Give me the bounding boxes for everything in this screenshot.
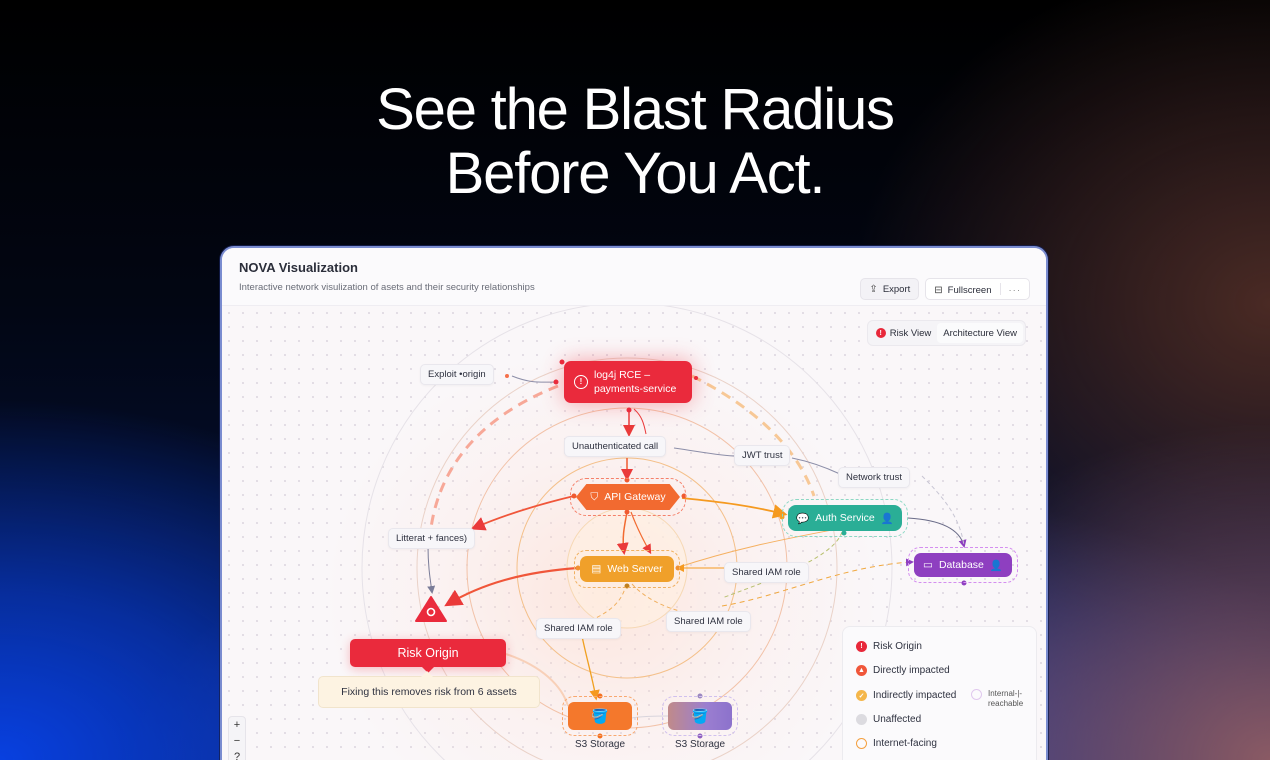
node-auth-service[interactable]: 💬 Auth Service 👤: [788, 505, 902, 531]
edge-label-litterat[interactable]: Litterat + fances): [388, 528, 476, 549]
hero-line-2: Before You Act.: [445, 141, 826, 206]
risk-origin-label: Risk Origin: [397, 646, 459, 660]
api-gateway-label: API Gateway: [604, 491, 666, 503]
indirectly-impacted-dot-icon: ✓: [856, 690, 867, 701]
risk-view-label: Risk View: [889, 327, 932, 339]
export-label: Export: [882, 283, 911, 295]
user-icon: 👤: [989, 559, 1003, 572]
zoom-controls: + − ?: [228, 716, 246, 760]
legend-unaffected: Unaffected: [856, 714, 921, 725]
database-icon: ▭: [923, 559, 933, 571]
edge-label-unauthenticated-call[interactable]: Unauthenticated call: [564, 436, 667, 457]
graph-canvas[interactable]: ! Risk View Architecture View Exploit •o…: [222, 306, 1046, 760]
upload-icon: ⇪: [869, 283, 878, 295]
zoom-out-button[interactable]: −: [233, 735, 241, 747]
nova-visualization-panel: NOVA Visualization Interactive network v…: [220, 246, 1048, 760]
info-icon: !: [574, 375, 588, 389]
warning-triangle-icon[interactable]: [414, 595, 448, 623]
database-label: Database: [938, 559, 984, 571]
risk-view-tab[interactable]: ! Risk View: [869, 323, 938, 343]
user-icon: 👤: [880, 512, 894, 525]
unaffected-dot-icon: [856, 714, 867, 725]
edge-label-shared-iam-role-2[interactable]: Shared IAM role: [536, 618, 621, 639]
internet-facing-dot-icon: [856, 738, 867, 749]
fullscreen-button[interactable]: ⊟ Fullscreen: [926, 279, 999, 301]
fullscreen-label: Fullscreen: [947, 284, 992, 296]
edge-label-shared-iam-role-3[interactable]: Shared IAM role: [666, 611, 751, 632]
edge-label-exploit-origin[interactable]: Exploit •origin: [420, 364, 494, 385]
risk-origin-dot-icon: !: [856, 641, 867, 652]
toolbar-divider: [999, 283, 1001, 295]
toolbar: ⇪ Export ⊟ Fullscreen ···: [860, 278, 1030, 300]
edge-label-jwt-trust[interactable]: JWT trust: [734, 445, 791, 466]
chat-bubble-icon: 💬: [796, 512, 810, 525]
alert-icon: !: [875, 328, 886, 338]
panel-subtitle: Interactive network visulization of aset…: [239, 282, 535, 293]
edge-label-shared-iam-role-1[interactable]: Shared IAM role: [724, 562, 809, 583]
legend: ! Risk Origin ▲ Directly impacted ✓ Indi…: [842, 626, 1037, 760]
auth-service-ring: [782, 499, 908, 537]
server-icon: ▤: [591, 563, 602, 575]
architecture-view-tab[interactable]: Architecture View: [937, 323, 1023, 343]
fullscreen-group: ⊟ Fullscreen ···: [925, 278, 1030, 300]
more-icon: ···: [1008, 284, 1021, 296]
s3-storage-b-ring: [662, 696, 738, 736]
legend-internal-reachable: Internal-|-reachable: [971, 689, 1036, 709]
node-api-gateway[interactable]: ⛉ API Gateway: [576, 484, 680, 510]
s3-storage-b-label: S3 Storage: [674, 739, 726, 750]
node-origin-label: log4j RCE – payments-service: [594, 369, 677, 395]
s3-storage-a-ring: [562, 696, 638, 736]
hero-line-1: See the Blast Radius: [376, 77, 895, 142]
directly-impacted-dot-icon: ▲: [856, 665, 867, 676]
shield-icon: ⛉: [590, 490, 599, 503]
zoom-in-button[interactable]: +: [233, 719, 241, 731]
legend-indirectly-impacted: ✓ Indirectly impacted: [856, 690, 956, 701]
fullscreen-icon: ⊟: [934, 284, 943, 296]
node-database[interactable]: ▭ Database 👤: [914, 553, 1012, 577]
legend-risk-origin: ! Risk Origin: [856, 641, 922, 652]
legend-internet-facing: Internet-facing: [856, 738, 937, 749]
hero-headline: See the Blast Radius Before You Act.: [0, 78, 1270, 206]
node-s3-storage-a[interactable]: 🪣: [568, 702, 632, 730]
node-s3-storage-b[interactable]: 🪣: [668, 702, 732, 730]
web-server-ring: [574, 550, 680, 588]
risk-origin-node[interactable]: Risk Origin: [350, 639, 506, 673]
auth-service-label: Auth Service: [815, 512, 875, 524]
tooltip-text: Fixing this removes risk from 6 assets: [341, 686, 517, 698]
api-gateway-ring: [570, 478, 686, 516]
web-server-label: Web Server: [607, 563, 663, 575]
panel-header: NOVA Visualization Interactive network v…: [222, 248, 1046, 306]
export-button[interactable]: ⇪ Export: [860, 278, 920, 300]
panel-title: NOVA Visualization: [239, 260, 358, 275]
internal-reachable-dot-icon: [971, 689, 982, 700]
help-button[interactable]: ?: [233, 751, 241, 760]
edge-label-network-trust[interactable]: Network trust: [838, 467, 910, 488]
legend-directly-impacted: ▲ Directly impacted: [856, 665, 950, 676]
node-web-server[interactable]: ▤ Web Server: [580, 556, 674, 582]
bucket-icon: 🪣: [691, 707, 709, 724]
database-ring: [908, 547, 1018, 583]
fix-impact-tooltip: Fixing this removes risk from 6 assets: [318, 671, 540, 708]
bucket-icon: 🪣: [591, 707, 609, 724]
node-log4j-rce[interactable]: ! log4j RCE – payments-service: [564, 361, 692, 403]
architecture-view-label: Architecture View: [943, 327, 1017, 339]
more-options-button[interactable]: ···: [1001, 279, 1030, 301]
s3-storage-a-label: S3 Storage: [574, 739, 626, 750]
view-toggle: ! Risk View Architecture View: [866, 320, 1026, 346]
